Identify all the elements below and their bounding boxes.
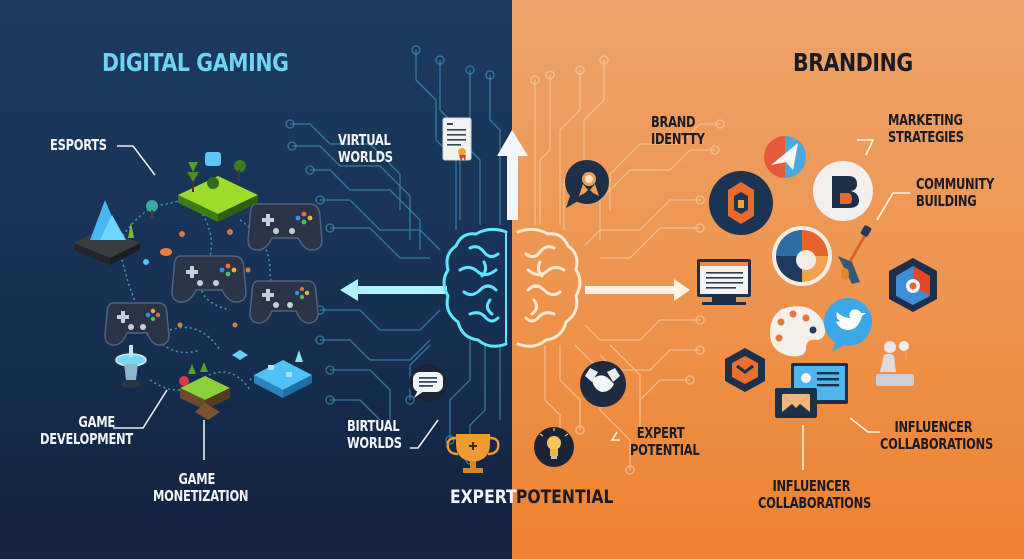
paintbrush-icon	[838, 225, 872, 284]
hexagon-chevron-icon	[725, 348, 765, 392]
isometric-forest-island-icon	[178, 152, 258, 222]
center-label-expert: EXPERT	[450, 486, 517, 508]
digital-gaming-panel	[0, 0, 512, 559]
chat-bubble-icon	[409, 364, 447, 402]
label-community-building: COMMUNITY BUILDING	[916, 175, 995, 210]
digital-gaming-title: DIGITAL GAMING	[102, 48, 289, 77]
certificate-document-icon	[442, 117, 472, 162]
email-message-icon	[775, 363, 848, 418]
label-marketing-strategies: MARKETING STRATEGIES	[888, 111, 964, 146]
game-controller-icon	[104, 302, 170, 346]
game-controller-icon	[171, 255, 247, 303]
isometric-crystal-mountain-icon	[74, 200, 140, 265]
color-wheel-icon	[772, 226, 832, 286]
label-influencer-collaborations-right: INFLUENCER COLLABORATIONS	[880, 418, 994, 453]
label-esports: eSPORTS	[50, 136, 107, 154]
label-game-monetization: GAME MONETIZATION	[153, 470, 249, 505]
letter-b-logo-icon	[813, 161, 873, 221]
label-birtual-worlds: BIRTUAL WORLDS	[347, 417, 402, 452]
game-controller-icon	[247, 203, 323, 251]
arrow-right-icon	[585, 279, 690, 301]
label-expert-potential: EXPERT POTENTIAL	[630, 424, 700, 459]
small-tree-icon	[146, 200, 158, 218]
label-game-development: GAME DEVELOPMENT	[40, 413, 133, 448]
label-brand-identity: BRAND IDENTTY	[651, 113, 705, 148]
fountain-icon	[115, 345, 147, 388]
branding-panel	[512, 0, 1024, 559]
branding-title: BRANDING	[793, 48, 913, 77]
brain-right-hemisphere-icon	[516, 227, 582, 348]
handshake-icon	[580, 361, 626, 407]
paint-palette-icon	[770, 306, 826, 357]
center-label-potential: POTENTIAL	[516, 486, 614, 508]
trophy-icon	[446, 434, 500, 473]
paper-plane-logo-icon	[764, 136, 806, 178]
monitor-icon	[697, 259, 751, 305]
isometric-water-island-icon	[254, 350, 312, 398]
isometric-tree-island-icon	[179, 362, 230, 420]
arrow-left-icon	[340, 279, 447, 301]
geometric-logo-icon	[709, 171, 773, 235]
award-badge-bubble-icon	[565, 160, 609, 208]
game-controller-icon	[249, 280, 319, 324]
label-influencer-collaborations-bottom: INFLUENCER COLLABORATIONS	[758, 477, 872, 512]
arrow-up-icon	[497, 130, 528, 220]
figure-3d-icon	[876, 341, 914, 386]
lightbulb-icon	[534, 427, 574, 467]
brain-left-hemisphere-icon	[442, 227, 508, 348]
label-virtual-worlds: VIRTUAL WORLDS	[338, 131, 393, 166]
twitter-bird-icon	[824, 298, 872, 352]
hexagon-logo-icon	[889, 258, 937, 312]
